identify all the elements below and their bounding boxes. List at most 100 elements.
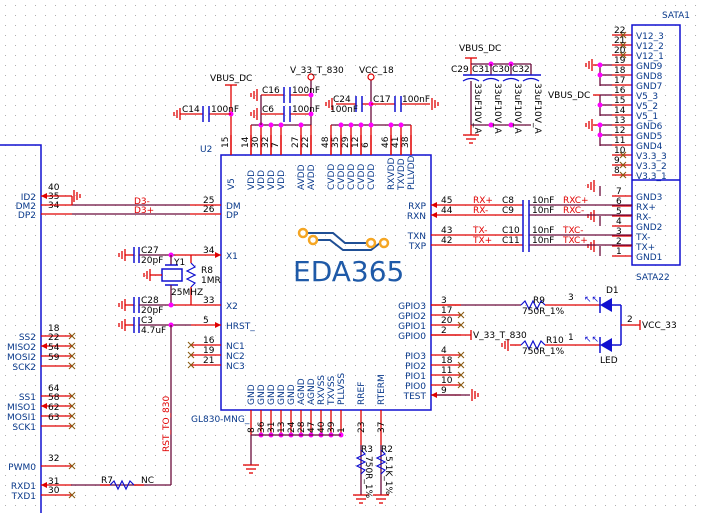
u2-pin-number: 10 [441,376,453,386]
capacitor-c24[interactable] [325,96,374,112]
no-connect-icon [457,321,465,329]
u2-pin-name: NC3 [226,362,245,372]
bulk-capacitors[interactable] [462,57,541,144]
no-connect-icon [68,462,76,470]
c11-value: 10nF [532,236,554,246]
connector-pin-number: 30 [48,486,60,496]
left-connector[interactable] [0,144,42,513]
no-connect-icon [68,402,76,410]
u2-pin-name: GPIO0 [398,332,426,342]
sata-coupling-caps[interactable] [431,200,632,252]
sata-pin-number: 8 [614,166,620,176]
d1-pin-c: 2 [627,315,633,325]
u2-pin-number: 36 [257,421,267,433]
sata-pin-name: V3.3_3 [636,152,667,162]
r2-ref: R2 [381,445,393,455]
input-arrow-icon [431,202,437,208]
connector-pin-number: 58 [48,393,60,403]
sata-pin-number: 10 [614,146,626,156]
led-network[interactable]: ↖↖ ↖↖ [431,295,641,353]
c29-ref: C29 [451,65,469,75]
sata-pin-name: V5_3 [636,92,658,102]
u2-chip[interactable] [220,154,432,411]
connector-pin-name: ID2 [21,193,36,203]
ground-icon [471,389,479,401]
ground-icon [143,269,151,281]
r9-value: 750R_1% [522,307,565,317]
u2-pin-name: GND [247,384,257,405]
capacitor-c14[interactable] [173,106,231,122]
u2-pin-name: GPIO1 [398,322,426,332]
sata-ref-top: SATA1 [662,11,690,21]
connector-pin-name: MISO2 [7,343,36,353]
no-connect-icon [187,351,195,359]
c9-value: 10nF [532,206,554,216]
connector-pin-name: MOSI1 [7,413,36,423]
net-rxcp: RXC+ [563,196,589,206]
input-arrow-icon [431,392,437,398]
u2-pin-number: 12 [351,137,361,148]
u2-pin-number: 8 [247,427,257,433]
capacitor-c6[interactable] [250,106,314,122]
sata-pin-name: GND4 [636,142,663,152]
u2-pin-number: 25 [203,196,214,206]
no-connect-icon [619,151,627,159]
d1-ref: D1 [606,286,619,296]
reset-network[interactable] [71,317,221,491]
u2-pin-name: GND [277,384,287,405]
u2-pin-name: GPIO2 [398,312,426,322]
net-label-vbus-dc-bulk: VBUS_DC [459,44,501,54]
c28-ref: C28 [141,296,159,306]
capacitor-c17[interactable] [371,96,439,112]
sata-pin-number: 6 [616,197,622,207]
sata-connector[interactable] [631,24,681,266]
gnd-bus[interactable] [243,434,389,504]
u2-pin-name: TXVSS [327,375,337,406]
connector-pin-name: TXD1 [11,492,36,502]
net-txp: TX+ [472,236,492,246]
u2-pin-number: 26 [203,205,215,215]
input-arrow-icon [431,212,437,218]
logo-pad-icon [378,237,390,249]
c6-ref: C6 [262,105,274,115]
light-emission-icon: ↖↖ [584,295,599,305]
connector-pin-name: PWM0 [8,463,36,473]
connector-pin-name: DM2 [16,202,36,212]
u2-pin-name: PIO1 [405,372,426,382]
u2-pin-name: PIO0 [405,382,426,392]
c17-ref: C17 [373,95,391,105]
u2-pin-number: 17 [441,306,452,316]
connector-pin-number: 32 [48,454,59,464]
pin-44: 44 [441,206,453,216]
capacitor-c16[interactable] [250,87,314,125]
sata-pin-name: GND9 [636,62,663,72]
ground-icon [73,190,81,202]
sata-pin-name: V5_1 [636,112,658,122]
u2-pin-number: 1 [337,427,347,433]
vdd-bus[interactable] [250,73,315,155]
ground-icon [325,98,333,110]
ground-icon [118,299,126,311]
c27-ref: C27 [141,246,159,256]
c8-value: 10nF [532,196,554,206]
crystal-network[interactable] [118,247,221,313]
logo-text: EDA365 [293,255,404,288]
sata-pin-name: V3.3_2 [636,162,667,172]
sata-pin-number: 2 [616,237,622,247]
u2-pin-number: 34 [203,246,215,256]
no-connect-icon [457,351,465,359]
c8-ref: C8 [502,196,514,206]
resistor-r10-icon [520,339,546,351]
u2-pin-name: CVDD [337,164,347,190]
resistor-r2-icon [375,449,387,475]
ground-icon [463,134,479,144]
u2-pin-name: TXN [407,232,426,242]
d3-differential-pair[interactable] [41,190,221,215]
u2-pin-name: AGND [297,378,307,405]
net-label-vbus-dc: VBUS_DC [210,74,252,84]
u2-pin-number: 23 [357,422,367,433]
input-arrow-icon [215,322,221,328]
ground-icon [431,98,439,110]
c16-value: 100nF [292,86,320,96]
